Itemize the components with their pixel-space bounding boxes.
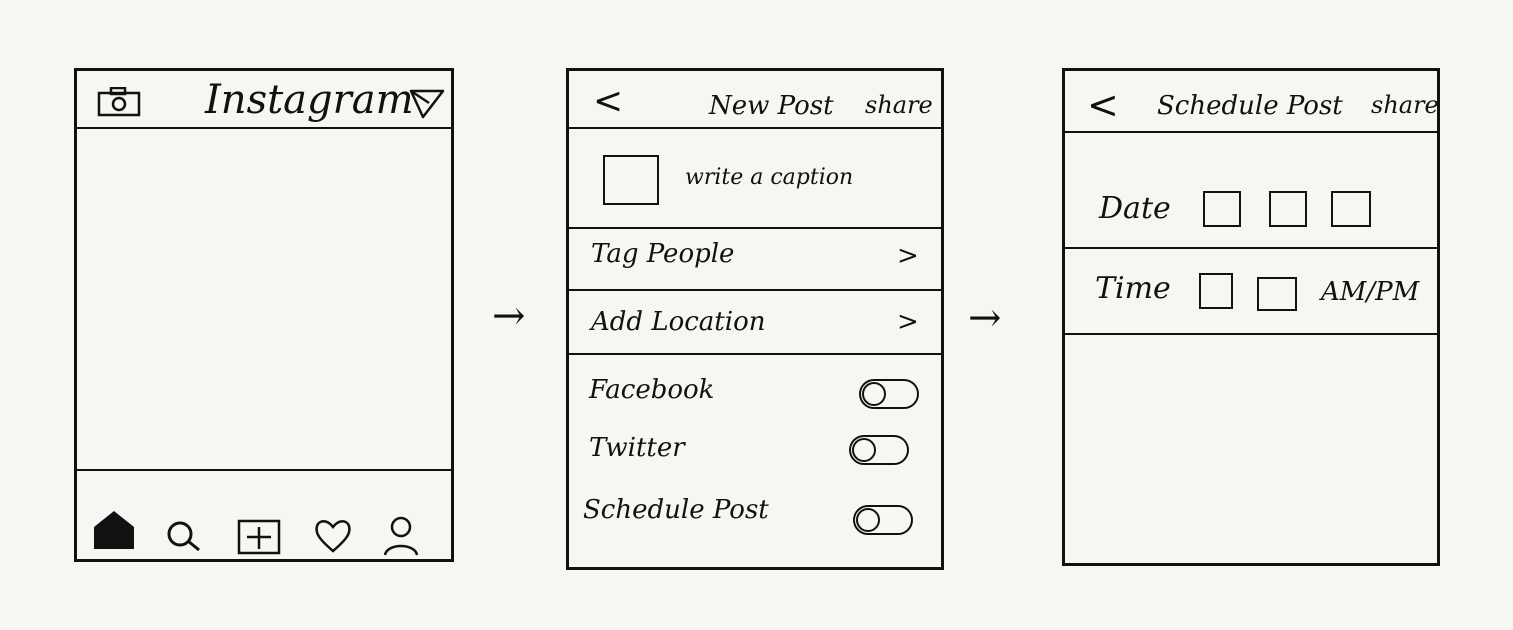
back-button[interactable]: < [1087, 83, 1119, 127]
back-button[interactable]: < [593, 81, 624, 122]
date-field-year[interactable] [1331, 191, 1371, 227]
toggle-label-schedule-post: Schedule Post [583, 495, 769, 525]
time-label: Time [1095, 271, 1171, 306]
toggle-twitter[interactable] [849, 435, 909, 465]
share-button[interactable]: share [1371, 91, 1439, 119]
toggle-label-twitter: Twitter [589, 433, 685, 463]
toggle-label-facebook: Facebook [589, 375, 715, 405]
toggle-facebook[interactable] [859, 379, 919, 409]
search-icon[interactable] [165, 519, 203, 553]
screen-title: Schedule Post [1157, 91, 1343, 121]
row-divider [569, 353, 941, 355]
ampm-selector[interactable]: AM/PM [1321, 277, 1420, 307]
schedule-post-screen: < Schedule Post share Date Time AM/PM [1062, 68, 1440, 566]
toggle-schedule-post[interactable] [853, 505, 913, 535]
row-label: Tag People [591, 239, 735, 269]
caption-divider [569, 227, 941, 229]
camera-icon[interactable] [97, 86, 141, 117]
flow-arrow-1: → [492, 293, 526, 339]
time-field-hour[interactable] [1199, 273, 1233, 309]
row-label: Add Location [591, 307, 766, 337]
row-divider [569, 289, 941, 291]
feed-screen: Instagram [74, 68, 454, 562]
chevron-right-icon: > [897, 241, 919, 271]
heart-icon[interactable] [313, 517, 353, 555]
app-title: Instagram [205, 77, 414, 123]
caption-input[interactable]: write a caption [685, 165, 854, 190]
header-divider [1065, 131, 1437, 133]
home-icon[interactable] [91, 507, 137, 551]
add-icon[interactable] [237, 519, 281, 555]
date-field-day[interactable] [1203, 191, 1241, 227]
chevron-right-icon: > [897, 307, 919, 337]
screen-title: New Post [709, 91, 834, 121]
header-divider [569, 127, 941, 129]
header-divider [77, 127, 451, 129]
new-post-screen: < New Post share write a caption Tag Peo… [566, 68, 944, 570]
row-divider [1065, 247, 1437, 249]
date-field-month[interactable] [1269, 191, 1307, 227]
date-label: Date [1099, 191, 1171, 226]
row-divider [1065, 333, 1437, 335]
image-thumbnail [603, 155, 659, 205]
flow-arrow-2: → [968, 295, 1002, 341]
footer-divider [77, 469, 451, 471]
share-button[interactable]: share [865, 91, 933, 119]
profile-icon[interactable] [381, 515, 421, 557]
send-icon[interactable] [409, 87, 445, 119]
time-field-minute[interactable] [1257, 277, 1297, 311]
